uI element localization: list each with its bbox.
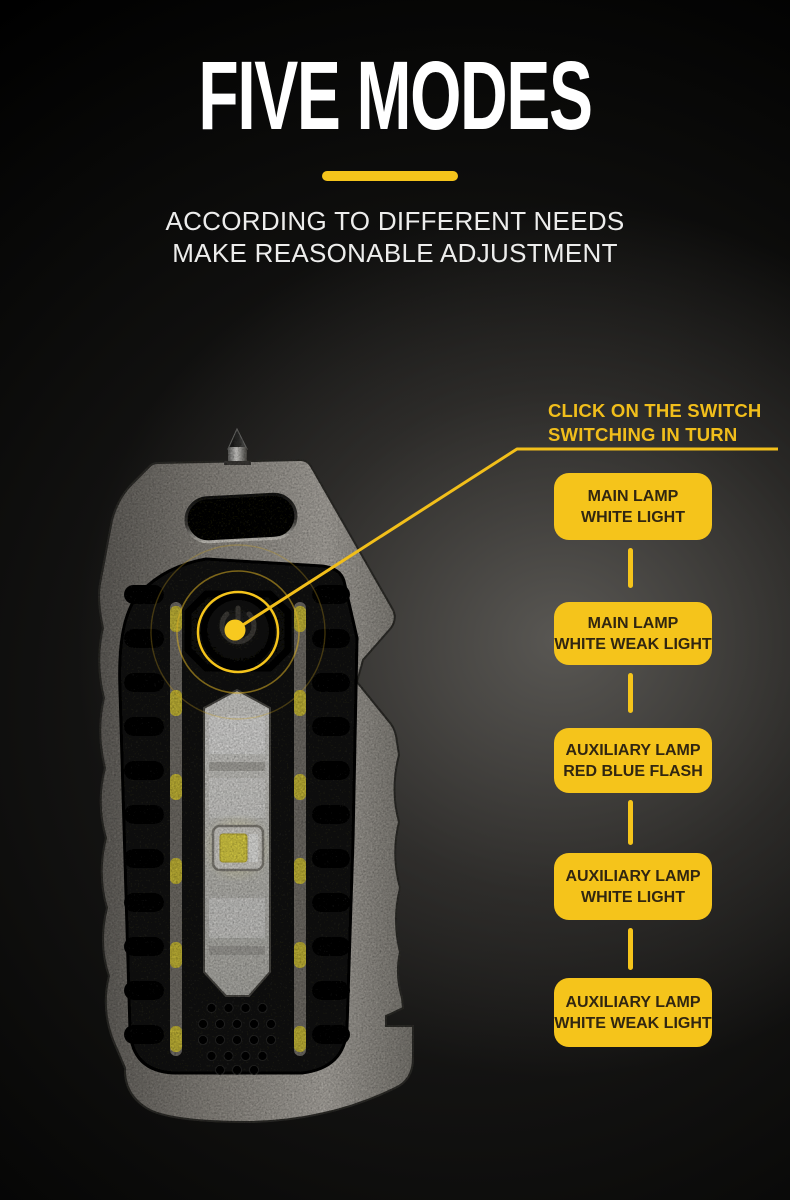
switch-marker-dot [224,619,246,641]
mode-box-auxiliary-lamp-white-light: AUXILIARY LAMP WHITE LIGHT [554,853,712,920]
product-photo [98,427,414,1124]
callout-line-1: CLICK ON THE SWITCH [548,400,762,421]
mode-box-line: WHITE WEAK LIGHT [554,1014,712,1032]
mode-connector [628,548,633,588]
mode-connector [628,800,633,845]
power-icon [219,605,257,645]
mode-box-line: AUXILIARY LAMP [565,741,701,759]
page-title: FIVE MODES [198,41,593,150]
mode-box-main-lamp-white-weak-light: MAIN LAMP WHITE WEAK LIGHT [554,602,712,665]
mode-box-line: WHITE LIGHT [581,508,685,526]
mode-box-line: RED BLUE FLASH [563,762,703,780]
pulse-rings [150,544,326,720]
side-strip-right [294,602,306,1056]
mode-box-main-lamp-white-light: MAIN LAMP WHITE LIGHT [554,473,712,540]
mode-box-line: WHITE LIGHT [581,888,685,906]
glass-breaker-tip [224,427,251,465]
mode-box-line: WHITE WEAK LIGHT [554,635,712,653]
mode-box-auxiliary-lamp-white-weak-light: AUXILIARY LAMP WHITE WEAK LIGHT [554,978,712,1047]
mode-box-line: MAIN LAMP [587,614,679,632]
subtitle: ACCORDING TO DIFFERENT NEEDS MAKE REASON… [0,205,790,269]
led-chip [210,821,265,875]
subtitle-line-2: MAKE REASONABLE ADJUSTMENT [172,238,618,268]
annotation-line [234,447,778,632]
side-strip-left [170,602,182,1056]
callout-line-2: SWITCHING IN TURN [548,423,738,445]
keychain-hole [184,492,298,544]
subtitle-line-1: ACCORDING TO DIFFERENT NEEDS [165,206,625,236]
mode-connector [628,673,633,713]
mode-box-line: AUXILIARY LAMP [565,867,701,885]
mode-box-line: MAIN LAMP [587,487,679,505]
mode-box-line: AUXILIARY LAMP [565,993,701,1011]
callout-label: CLICK ON THE SWITCH SWITCHING IN TURN [548,399,761,446]
mode-connector [628,928,633,970]
title-underline-bar [322,171,458,181]
mode-box-auxiliary-lamp-red-blue-flash: AUXILIARY LAMP RED BLUE FLASH [554,728,712,793]
